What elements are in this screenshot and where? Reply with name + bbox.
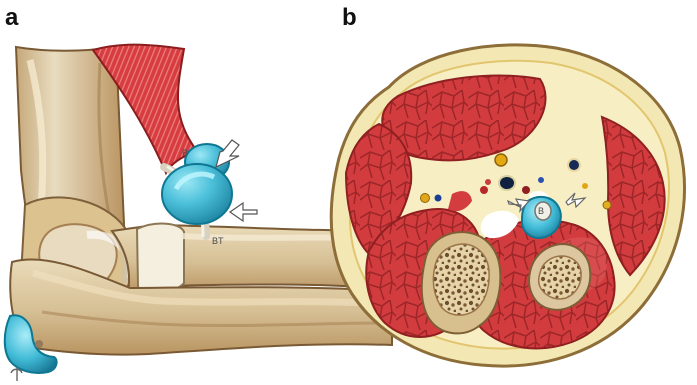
biceps-cross-section-label: B: [538, 206, 544, 216]
biceps-label: B: [182, 148, 188, 158]
open-arrow-icon: [230, 203, 257, 221]
biceps-tendon-label: BT: [212, 236, 224, 246]
panel-b-illustration: B: [331, 45, 684, 366]
